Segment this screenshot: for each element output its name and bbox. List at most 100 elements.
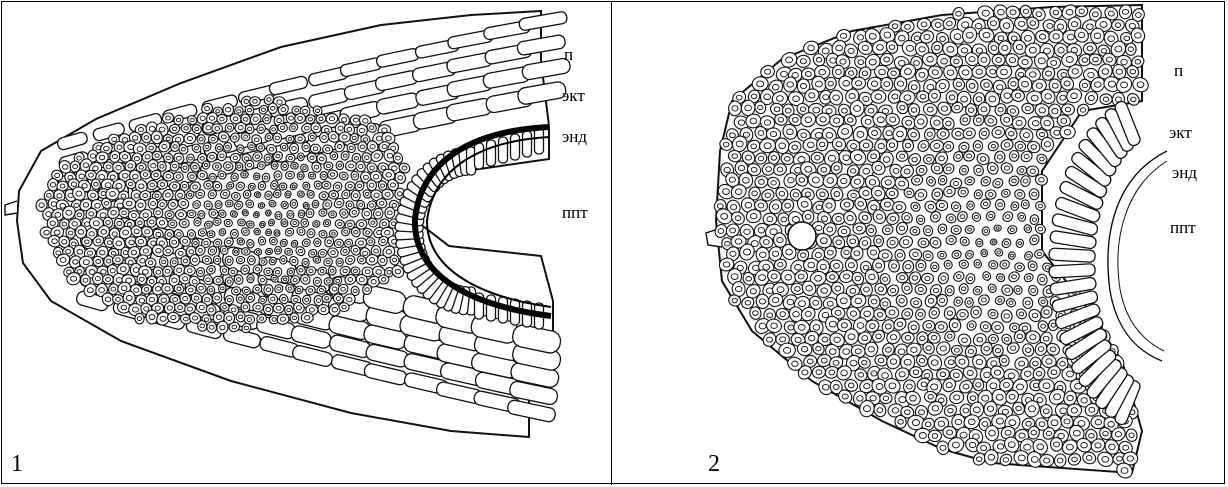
parenchyma-cell <box>135 313 145 324</box>
parenchyma-cell <box>240 171 249 179</box>
parenchyma-cell <box>329 230 337 237</box>
parenchyma-cell <box>1009 150 1019 162</box>
parenchyma-cell <box>951 225 962 234</box>
parenchyma-cell <box>262 173 270 183</box>
parenchyma-cell <box>208 135 218 144</box>
parenchyma-cell <box>291 162 299 169</box>
parenchyma-cell <box>254 249 261 256</box>
parenchyma-cell <box>268 103 278 114</box>
parenchyma-cell <box>973 140 983 151</box>
parenchyma-cell <box>921 273 933 284</box>
parenchyma-cell <box>793 320 810 335</box>
parenchyma-cell <box>946 235 957 245</box>
parenchyma-cell <box>873 235 884 247</box>
parenchyma-cell <box>351 190 361 201</box>
parenchyma-cell <box>951 345 963 355</box>
parenchyma-cell <box>216 114 227 124</box>
parenchyma-cell <box>258 181 266 190</box>
parenchyma-cell <box>928 430 942 442</box>
parenchyma-cell <box>1038 379 1054 393</box>
parenchyma-cell <box>230 229 238 239</box>
parenchyma-cell <box>967 201 975 210</box>
parenchyma-cell <box>336 161 344 170</box>
parenchyma-cell <box>213 163 222 171</box>
parenchyma-cell <box>253 172 260 180</box>
parenchyma-cell <box>995 199 1005 210</box>
parenchyma-cell <box>1040 454 1054 466</box>
parenchyma-cell <box>1125 43 1136 56</box>
palisade-cell <box>1049 248 1096 262</box>
palisade-cell <box>535 128 544 154</box>
parenchyma-cell <box>273 303 284 313</box>
panel-number-1: 1 <box>11 451 23 478</box>
palisade-cell <box>487 295 496 321</box>
parenchyma-cell <box>336 258 343 266</box>
parenchyma-cell <box>339 302 350 311</box>
palisade-cell <box>487 140 496 166</box>
parenchyma-cell <box>295 134 306 144</box>
tissue-drawing-2 <box>612 1 1224 485</box>
parenchyma-cell <box>328 211 336 218</box>
parenchyma-cell <box>894 76 907 91</box>
parenchyma-cell <box>289 143 299 154</box>
parenchyma-cell <box>902 332 915 343</box>
parenchyma-cell <box>140 170 151 179</box>
parenchyma-cell <box>274 171 282 181</box>
palisade-cell <box>475 143 484 169</box>
layer-label-ekt: экт <box>562 86 585 106</box>
layer-label-ppt: ппт <box>1170 218 1196 238</box>
parenchyma-cell <box>324 277 333 285</box>
parenchyma-cell <box>322 294 332 303</box>
parenchyma-cell <box>212 292 222 304</box>
parenchyma-cell <box>279 255 287 264</box>
palisade-cell <box>499 137 508 163</box>
palisade-cell <box>523 131 532 157</box>
parenchyma-cell <box>328 266 336 275</box>
parenchyma-cell <box>994 225 1002 232</box>
parenchyma-cell <box>250 97 261 107</box>
parenchyma-cell <box>892 201 906 213</box>
parenchyma-cell <box>223 104 234 116</box>
parenchyma-cell <box>237 219 245 226</box>
panel-2: п экт энд ппт 2 <box>612 1 1224 485</box>
parenchyma-cell <box>840 198 854 210</box>
parenchyma-cell <box>910 227 920 236</box>
parenchyma-cell <box>286 154 295 162</box>
parenchyma-cell <box>232 248 239 256</box>
parenchyma-cell <box>985 425 999 441</box>
layer-label-ppt: ппт <box>562 203 588 223</box>
layer-label-end: энд <box>562 127 587 147</box>
parenchyma-cell <box>1027 166 1039 177</box>
parenchyma-cell <box>896 151 908 161</box>
parenchyma-cell <box>937 129 949 140</box>
parenchyma-cell <box>871 90 886 103</box>
layer-label-ekt: экт <box>1169 123 1192 143</box>
parenchyma-cell <box>215 200 223 208</box>
parenchyma-cell <box>320 171 328 180</box>
parenchyma-cell <box>241 247 250 255</box>
parenchyma-cell <box>91 179 101 190</box>
parenchyma-cell <box>187 210 196 218</box>
parenchyma-cell <box>207 321 217 333</box>
parenchyma-cell <box>886 188 899 199</box>
parenchyma-cell <box>982 227 990 236</box>
parenchyma-cell <box>965 176 975 185</box>
parenchyma-cell <box>197 135 205 144</box>
parenchyma-cell <box>918 238 929 248</box>
panel-1: п экт энд ппт 1 <box>1 1 611 485</box>
panel-number-2: 2 <box>708 451 720 478</box>
layer-label-end: энд <box>1172 163 1197 183</box>
parenchyma-cell <box>174 303 185 313</box>
parenchyma-cell <box>923 320 935 331</box>
parenchyma-cell <box>896 272 908 282</box>
parenchyma-cell <box>811 152 824 164</box>
parenchyma-cell <box>266 229 272 236</box>
layer-label-p: п <box>1174 61 1183 81</box>
cavity <box>788 222 816 250</box>
parenchyma-cell <box>923 154 934 164</box>
parenchyma-cell <box>937 294 948 307</box>
palisade-cell <box>1049 264 1096 278</box>
parenchyma-cell <box>225 277 234 287</box>
parenchyma-cell <box>990 239 997 245</box>
parenchyma-cell <box>175 210 187 220</box>
